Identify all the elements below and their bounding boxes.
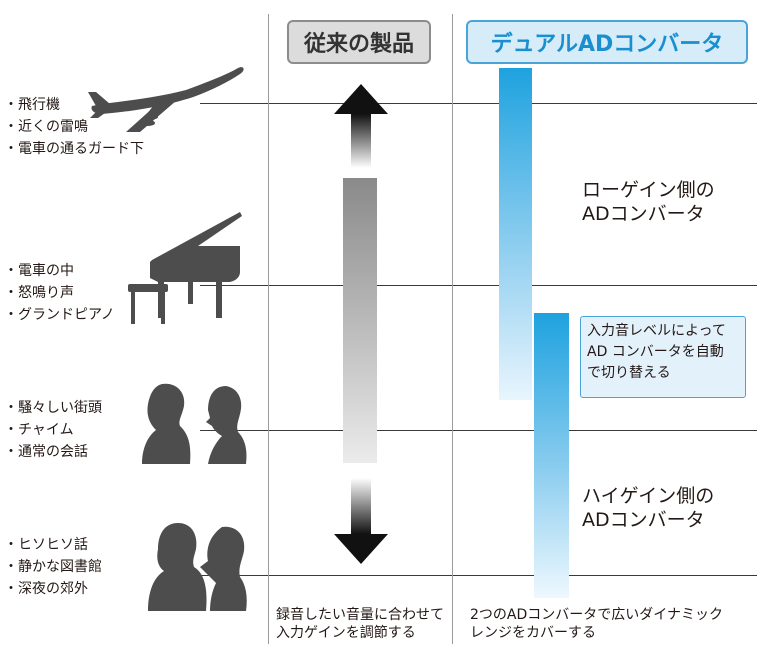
category-item: ・飛行機 [4, 97, 60, 113]
category-item: ・怒鳴り声 [4, 285, 74, 301]
category-loud: ・飛行機 ・近くの雷鳴 ・電車の通るガード下 [4, 94, 144, 160]
dual-footer-line2: レンジをカバーする [470, 625, 596, 641]
high-gain-label: ハイゲイン側の ADコンバータ [582, 484, 714, 532]
dual-footer: 2つのADコンバータで広いダイナミック レンジをカバーする [470, 606, 723, 642]
low-gain-label: ローゲイン側の ADコンバータ [582, 178, 715, 226]
category-item: ・静かな図書館 [4, 559, 102, 575]
dual-footer-line1: 2つのADコンバータで広いダイナミック [470, 607, 723, 623]
level-line-1 [200, 103, 757, 104]
arrow-down-icon [334, 478, 388, 564]
airplane-icon [88, 67, 244, 132]
column-divider-left [268, 14, 269, 644]
low-gain-label-line2: ADコンバータ [582, 203, 705, 225]
conventional-gain-range-bar [343, 178, 377, 463]
category-item: ・チャイム [4, 422, 74, 438]
category-medium-loud: ・電車の中 ・怒鳴り声 ・グランドピアノ [4, 260, 115, 326]
low-gain-converter-bar [499, 68, 532, 400]
category-item: ・グランドピアノ [4, 307, 115, 323]
level-line-4 [200, 575, 757, 576]
column-divider-right [452, 14, 453, 644]
dual-ad-converter-title: デュアルADコンバータ [490, 32, 724, 57]
category-item: ・深夜の郊外 [4, 581, 88, 597]
category-item: ・通常の会話 [4, 444, 88, 460]
category-item: ・騒々しい街頭 [4, 400, 102, 416]
conventional-footer: 録音したい音量に合わせて 入力ゲインを調節する [276, 606, 444, 642]
conventional-product-title: 従来の製品 [303, 32, 414, 57]
high-gain-label-line1: ハイゲイン側の [582, 485, 715, 507]
conventional-footer-line2: 入力ゲインを調節する [276, 625, 416, 641]
note-line1: 入力音レベルによって [587, 323, 726, 339]
grand-piano-icon [128, 212, 242, 324]
arrow-up-icon [334, 84, 388, 168]
category-item: ・ヒソヒソ話 [4, 537, 88, 553]
conversation-icon [142, 383, 247, 464]
level-line-3 [200, 430, 757, 431]
low-gain-label-line1: ローゲイン側の [582, 179, 715, 201]
category-item: ・電車の中 [4, 263, 74, 279]
note-line3: で切り替える [587, 365, 671, 381]
high-gain-label-line2: ADコンバータ [582, 509, 705, 531]
note-line2: AD コンバータを自動 [587, 344, 724, 360]
level-line-2 [200, 285, 757, 286]
high-gain-converter-bar [534, 313, 569, 598]
conventional-footer-line1: 録音したい音量に合わせて [276, 607, 444, 623]
category-item: ・電車の通るガード下 [4, 141, 144, 157]
conventional-product-header: 従来の製品 [287, 20, 431, 64]
category-medium: ・騒々しい街頭 ・チャイム ・通常の会話 [4, 397, 102, 463]
auto-switch-note: 入力音レベルによって AD コンバータを自動 で切り替える [580, 316, 746, 398]
category-quiet: ・ヒソヒソ話 ・静かな図書館 ・深夜の郊外 [4, 534, 102, 600]
category-item: ・近くの雷鳴 [4, 119, 88, 135]
dual-ad-converter-header: デュアルADコンバータ [466, 20, 748, 64]
whisper-icon [148, 523, 247, 611]
